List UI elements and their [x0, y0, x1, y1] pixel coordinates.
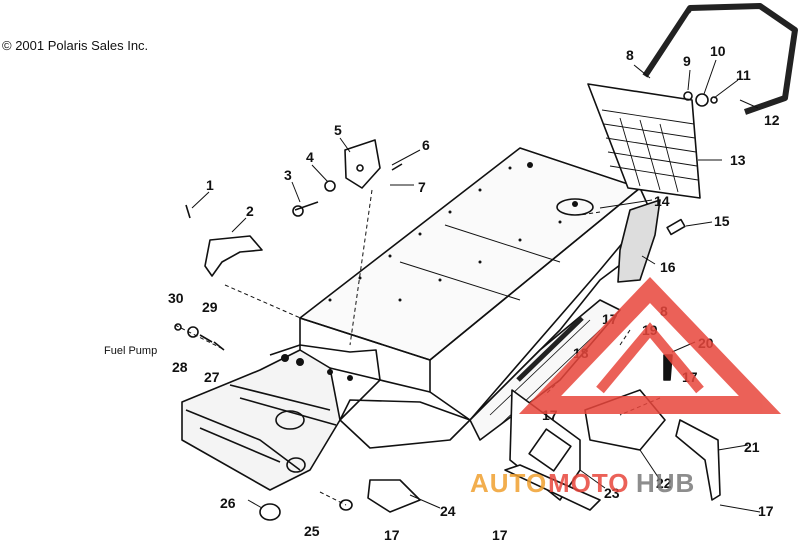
side-rail-16	[617, 199, 661, 283]
plate-24	[367, 479, 421, 513]
watermark-moto: MOTO	[548, 468, 630, 498]
callout-21: 21	[744, 439, 760, 455]
callout-22: 22	[656, 475, 672, 491]
callout-8: 8	[626, 47, 634, 63]
callout-7: 7	[418, 179, 426, 195]
callout-13: 13	[730, 152, 746, 168]
callout-11: 11	[736, 67, 751, 83]
callout-10: 10	[710, 43, 726, 59]
callout-5: 5	[334, 122, 342, 138]
callout-15: 15	[714, 213, 730, 229]
callout-17e: 17	[492, 527, 508, 543]
callout-6: 6	[422, 137, 430, 153]
callout-9: 9	[683, 53, 691, 69]
callout-17f: 17	[758, 503, 774, 519]
grab-bar	[642, 3, 798, 115]
callout-26: 26	[220, 495, 236, 511]
callout-30: 30	[168, 290, 184, 306]
callout-28: 28	[172, 359, 188, 375]
callout-23: 23	[604, 485, 620, 501]
callout-16: 16	[660, 259, 676, 275]
callout-numbers: 1 2 3 4 5 6 7 8 9 10 11 12 13 14 15 16 8…	[168, 43, 780, 543]
callout-27: 27	[204, 369, 220, 385]
watermark-auto: AUTO	[470, 468, 547, 498]
watermark-logo: AUTO MOTO HUB	[470, 276, 782, 498]
callout-3: 3	[284, 167, 292, 183]
bracket-21	[675, 419, 721, 501]
callout-25: 25	[304, 523, 320, 539]
callout-17d: 17	[384, 527, 400, 543]
callout-24: 24	[440, 503, 456, 519]
bracket-5	[344, 139, 381, 189]
callout-12: 12	[764, 112, 780, 128]
callout-2: 2	[246, 203, 254, 219]
callout-1: 1	[206, 177, 214, 193]
callout-14: 14	[654, 193, 670, 209]
callout-4: 4	[306, 149, 314, 165]
copyright-notice: © 2001 Polaris Sales Inc.	[2, 38, 149, 53]
bracket-2	[204, 235, 263, 277]
watermark-hub: HUB	[636, 468, 695, 498]
callout-29: 29	[202, 299, 218, 315]
fuel-pump-label: Fuel Pump	[104, 345, 157, 357]
